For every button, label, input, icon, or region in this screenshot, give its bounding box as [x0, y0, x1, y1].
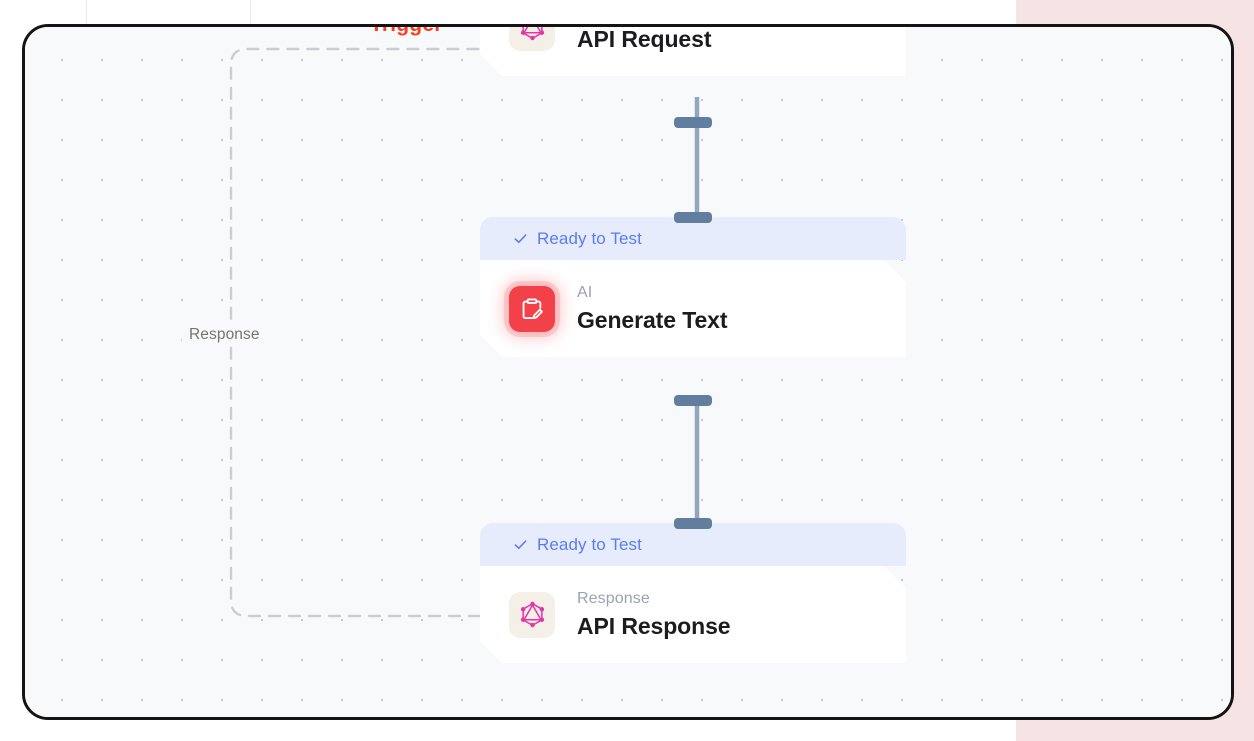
node-title: API Request — [577, 26, 712, 52]
graphql-icon — [509, 592, 555, 638]
node-card[interactable]: Interface API Request — [480, 24, 906, 76]
node-card[interactable]: Response API Response — [480, 566, 906, 663]
node-status-bar: Ready to Test — [480, 523, 906, 566]
node-meta: Interface API Request — [577, 24, 711, 53]
node-status-label: Ready to Test — [537, 228, 642, 248]
node-output-handle[interactable] — [674, 395, 712, 406]
node-kind: Response — [577, 590, 650, 607]
node-status-label: Ready to Test — [537, 534, 642, 554]
node-api-request[interactable]: Interface API Request — [480, 24, 906, 128]
node-meta: AI Generate Text — [577, 283, 727, 334]
page-rule — [86, 0, 87, 24]
graphql-icon — [509, 24, 555, 51]
canvas-dot-grid — [25, 27, 1231, 717]
page-rule — [1016, 0, 1017, 24]
node-generate-text[interactable]: Ready to Test AI Generate Text — [480, 212, 906, 406]
workflow-canvas[interactable]: Response Trigger — [22, 24, 1234, 720]
node-output-handle[interactable] — [674, 117, 712, 128]
node-input-handle[interactable] — [674, 518, 712, 529]
page-rule — [250, 0, 251, 24]
check-icon — [513, 231, 528, 246]
clipboard-edit-icon — [509, 286, 555, 332]
check-icon — [513, 537, 528, 552]
node-title: API Response — [577, 613, 731, 639]
trigger-label: Trigger — [370, 24, 443, 36]
node-api-response[interactable]: Ready to Test — [480, 518, 906, 663]
edge-label-response: Response — [182, 324, 267, 346]
node-kind: AI — [577, 284, 593, 301]
node-input-handle[interactable] — [674, 212, 712, 223]
node-title: Generate Text — [577, 307, 728, 333]
node-meta: Response API Response — [577, 589, 730, 640]
node-status-bar: Ready to Test — [480, 217, 906, 260]
node-card[interactable]: AI Generate Text — [480, 260, 906, 357]
